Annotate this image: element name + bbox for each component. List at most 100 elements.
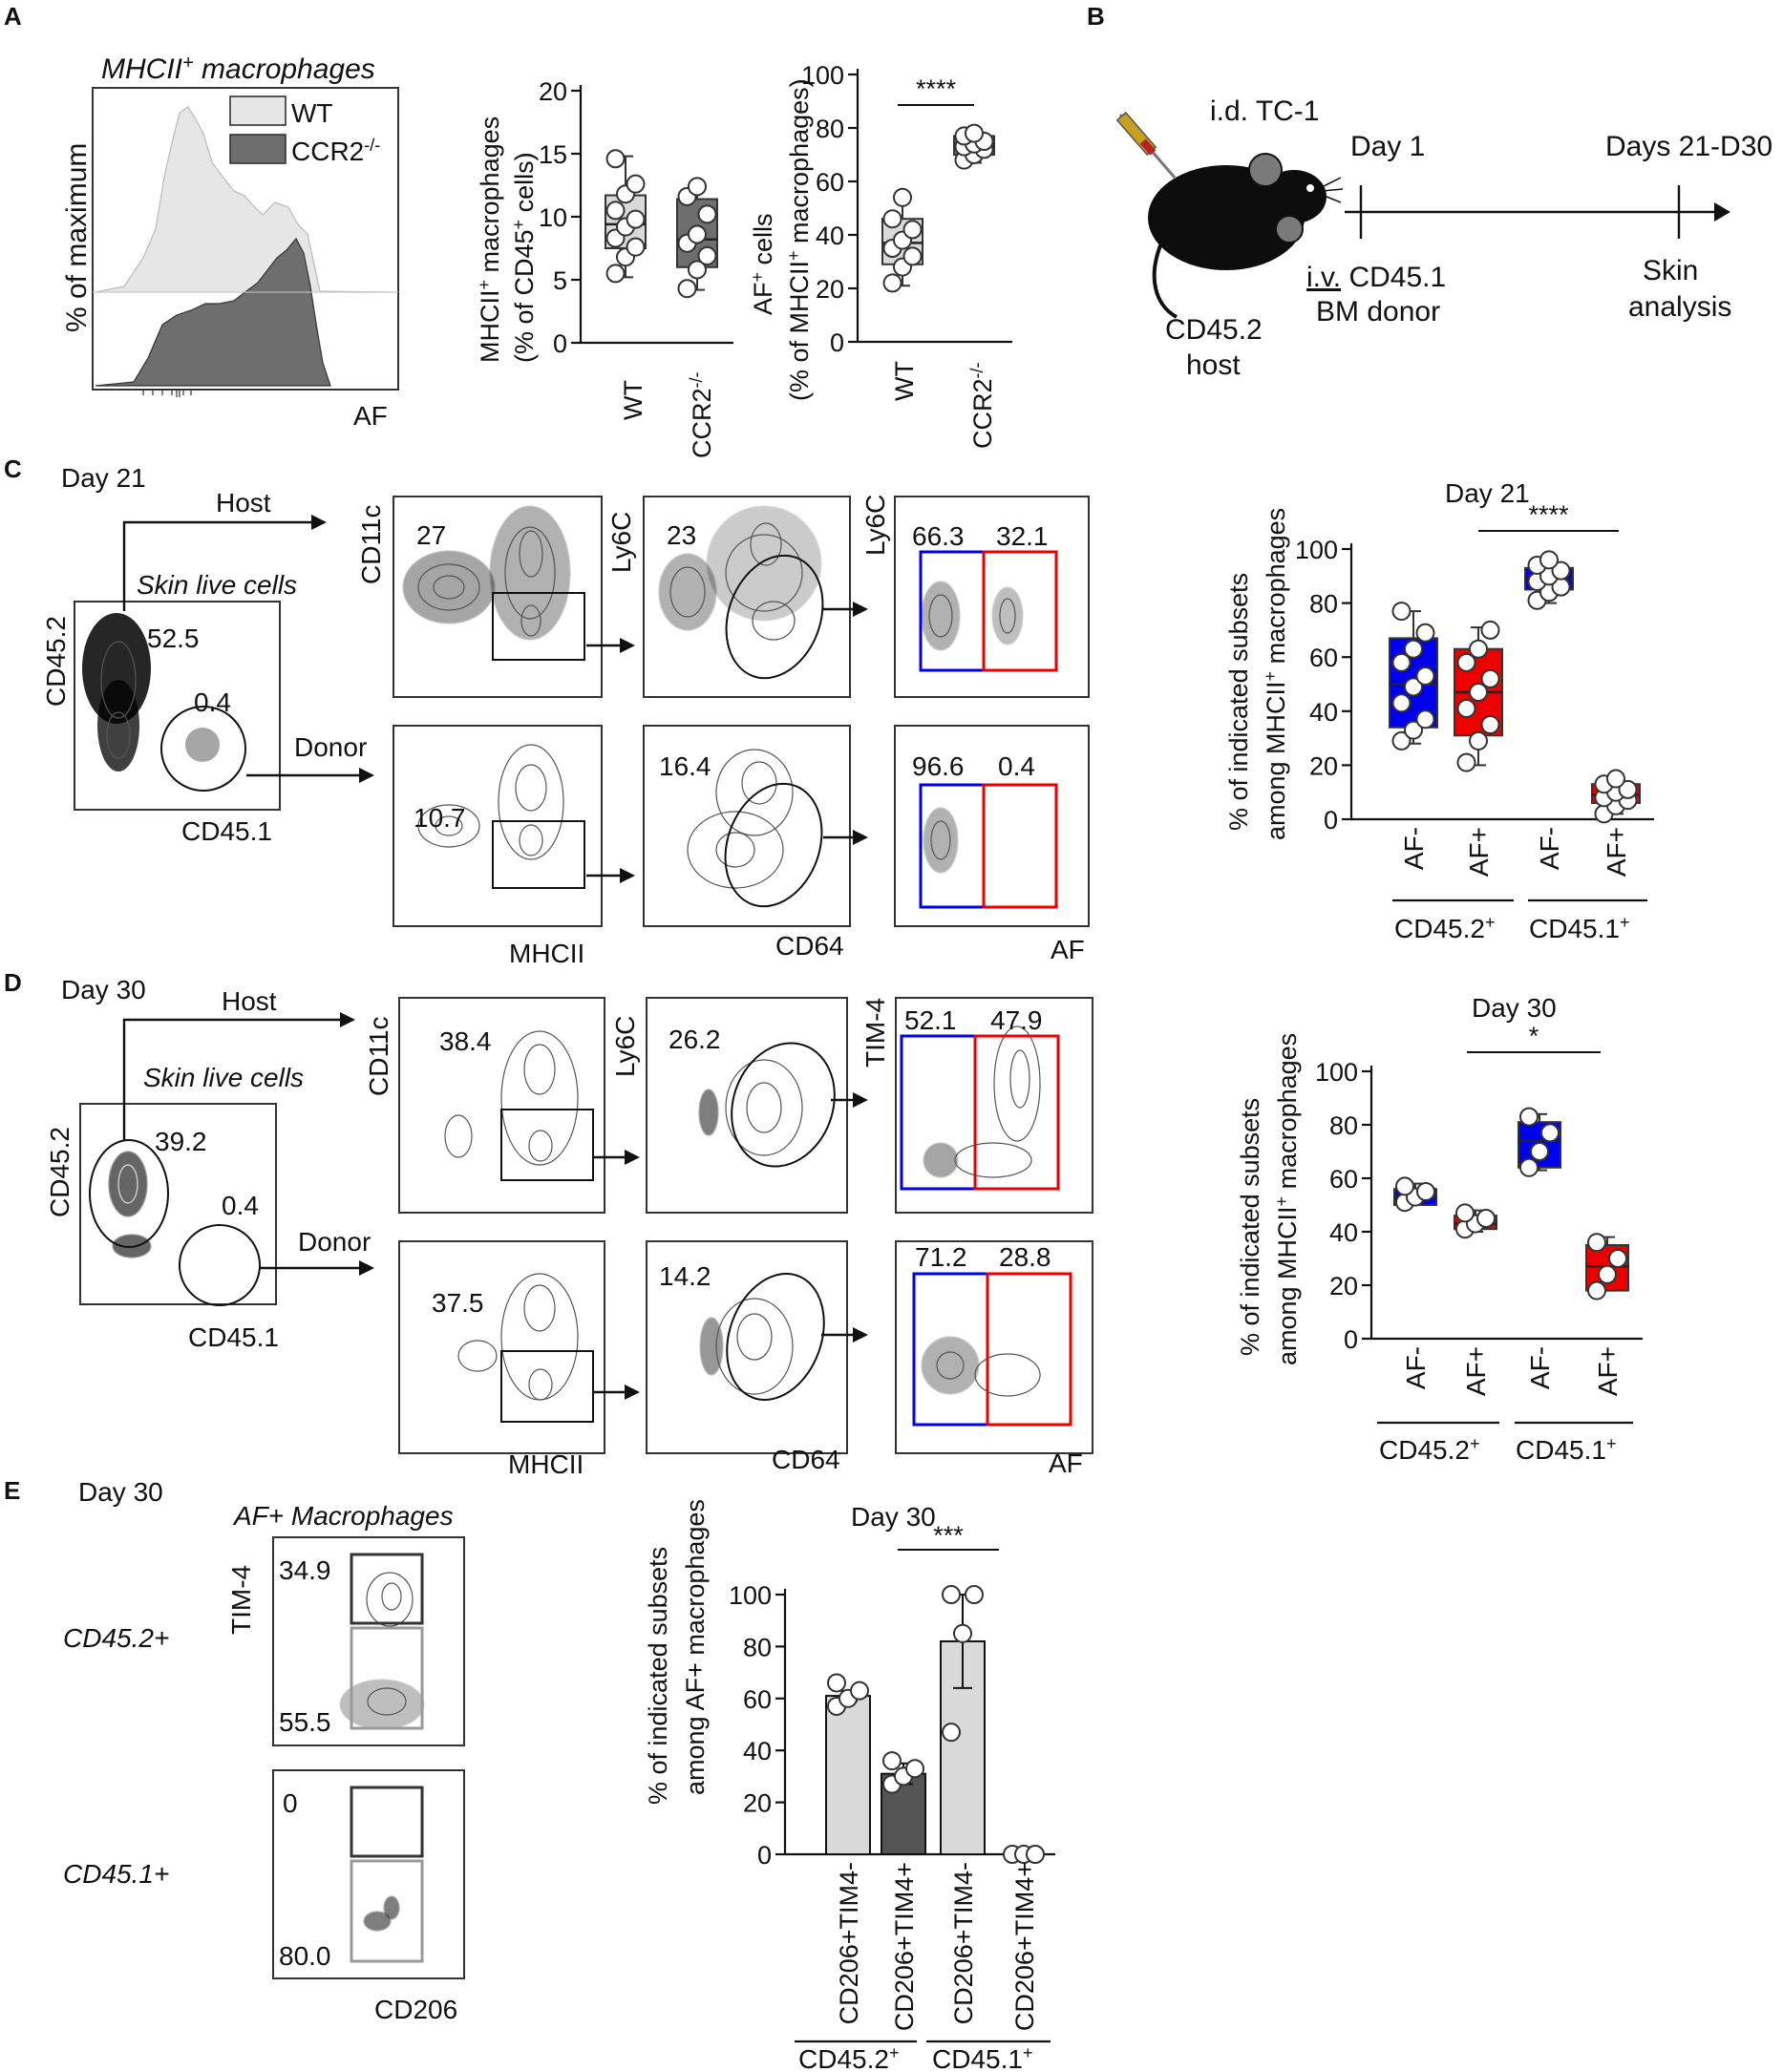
d-tick-label: 80 (1329, 1111, 1358, 1140)
a1-point (605, 149, 626, 169)
c-tick-label: 60 (1309, 644, 1338, 672)
d-cd452-gate (89, 1139, 169, 1248)
d-point (1587, 1280, 1606, 1300)
c-point (1480, 668, 1500, 688)
a2-point (882, 273, 902, 293)
a2-point (893, 187, 912, 207)
e-tick-label: 40 (743, 1737, 772, 1765)
e-point (965, 1585, 984, 1604)
c-point (1415, 666, 1435, 687)
ccr2-histogram (95, 237, 331, 387)
d-host-p3-y: TIM-4 (860, 998, 890, 1068)
c-point (1456, 652, 1476, 672)
d-cd451-axis: CD45.1 (188, 1322, 279, 1352)
c-cd451-pct: 0.4 (194, 687, 231, 717)
c-box-ylabel-1: % of indicated subsets (1224, 573, 1253, 831)
box2-category-ccr2: CCR2-/- (967, 362, 997, 449)
legend-ccr2-swatch (229, 134, 287, 164)
c-point (1539, 550, 1559, 570)
d-point (1598, 1264, 1617, 1284)
e-row2-plot (272, 1769, 465, 1979)
c-point (1391, 693, 1412, 713)
c-donor-af-pos-gate (982, 783, 1058, 909)
d-category: AF+ (1593, 1346, 1623, 1396)
e-plot-title: AF+ Macrophages (232, 1501, 454, 1531)
d-host-p1-pct: 38.4 (439, 1026, 492, 1056)
panel-c-gating: Skin live cells 52.5 0.4 CD45.2 CD45.1 H… (41, 488, 1090, 968)
d-donor-x3: AF (1049, 1448, 1083, 1478)
d-point (1519, 1157, 1539, 1177)
d-donor-p1-pct: 37.5 (432, 1288, 484, 1318)
e-point (1026, 1845, 1045, 1864)
a2-tick-label: 80 (816, 115, 844, 143)
c-host-af-pos-gate (982, 550, 1058, 672)
e-bar (825, 1695, 871, 1855)
d-cd452-axis: CD45.2 (45, 1127, 74, 1217)
a2-point (965, 123, 984, 143)
d-host-p3-left: 52.1 (904, 1005, 957, 1035)
e-ylabel: TIM-4 (226, 1565, 256, 1635)
a1-tick-label: 20 (539, 77, 567, 106)
c-sig-label: **** (1528, 500, 1569, 529)
d-group-2: CD45.1+ (1516, 1434, 1616, 1465)
c-category: AF+ (1602, 827, 1631, 877)
e-group-2: CD45.1+ (932, 2043, 1032, 2072)
c-host-p2-pct: 23 (667, 520, 696, 550)
a1-point (677, 279, 697, 299)
box2-category-wt: WT (890, 361, 919, 401)
a1-point (697, 204, 717, 224)
host-label-2: host (1186, 349, 1241, 381)
c-cd451-axis: CD45.1 (181, 816, 272, 846)
a1-tick-label: 15 (539, 140, 567, 169)
d-category: AF- (1401, 1346, 1431, 1389)
c-parent-density (82, 613, 220, 772)
d-tick-label: 40 (1329, 1218, 1358, 1247)
box1-category-wt: WT (619, 380, 647, 420)
c-host-label: Host (216, 488, 271, 518)
c-tick-label: 40 (1309, 698, 1338, 727)
skin-label-1: Skin (1643, 255, 1698, 286)
c-point (1391, 730, 1412, 751)
panel-e-bar-chart: Day 30 % of indicated subsets among AF+ … (644, 1499, 1055, 2072)
wt-histogram (95, 106, 397, 293)
panel-d-box-chart: Day 30 % of indicated subsets among MHCI… (1236, 993, 1643, 1465)
c-point (1415, 623, 1435, 643)
d-donor-p3 (895, 1240, 1093, 1454)
a2-tick-label: 100 (801, 61, 844, 90)
e-point (953, 1623, 972, 1643)
c-host-p1-pct: 27 (416, 520, 446, 550)
c-donor-p1-pct: 10.7 (414, 803, 466, 833)
d-point (1416, 1182, 1435, 1201)
c-donor-x3: AF (1051, 935, 1085, 964)
c-host-p3-y: Ly6C (860, 495, 890, 556)
panel-d-day: Day 30 (61, 975, 146, 1004)
legend-wt-swatch (229, 95, 287, 126)
legend-wt-label: WT (291, 98, 333, 128)
d-tick-label: 20 (1329, 1272, 1358, 1300)
d-box-ylabel-1: % of indicated subsets (1236, 1098, 1264, 1356)
e-bar-title: Day 30 (851, 1502, 936, 1532)
c-category: AF+ (1464, 827, 1494, 877)
c-cd451-gate (160, 706, 246, 792)
e-tick-label: 80 (743, 1633, 772, 1661)
a1-point (688, 260, 707, 280)
e-tick-label: 60 (743, 1685, 772, 1714)
panel-e-letter: E (4, 1476, 20, 1505)
c-donor-p3-right: 0.4 (998, 751, 1035, 781)
d-point (1455, 1203, 1475, 1223)
e-category: CD206+TIM4+ (1010, 1862, 1039, 2031)
d-point (1587, 1233, 1606, 1253)
d-donor-label: Donor (298, 1227, 371, 1257)
a1-point (697, 245, 717, 265)
c-donor-x2: CD64 (775, 931, 844, 961)
d-tick-label: 0 (1344, 1325, 1358, 1354)
e-row1-bottom-pct: 55.5 (279, 1707, 331, 1737)
c-group-1: CD45.2+ (1394, 913, 1495, 943)
e-row1-bottom-gate (350, 1626, 424, 1730)
d-box-ylabel-2: among MHCII+ macrophages (1272, 1033, 1302, 1365)
a2-tick-label: 20 (816, 275, 844, 304)
panel-c-box-chart: Day 21 % of indicated subsets among MHCI… (1224, 478, 1654, 943)
c-point (1469, 730, 1488, 751)
c-tick-label: 20 (1309, 751, 1338, 780)
